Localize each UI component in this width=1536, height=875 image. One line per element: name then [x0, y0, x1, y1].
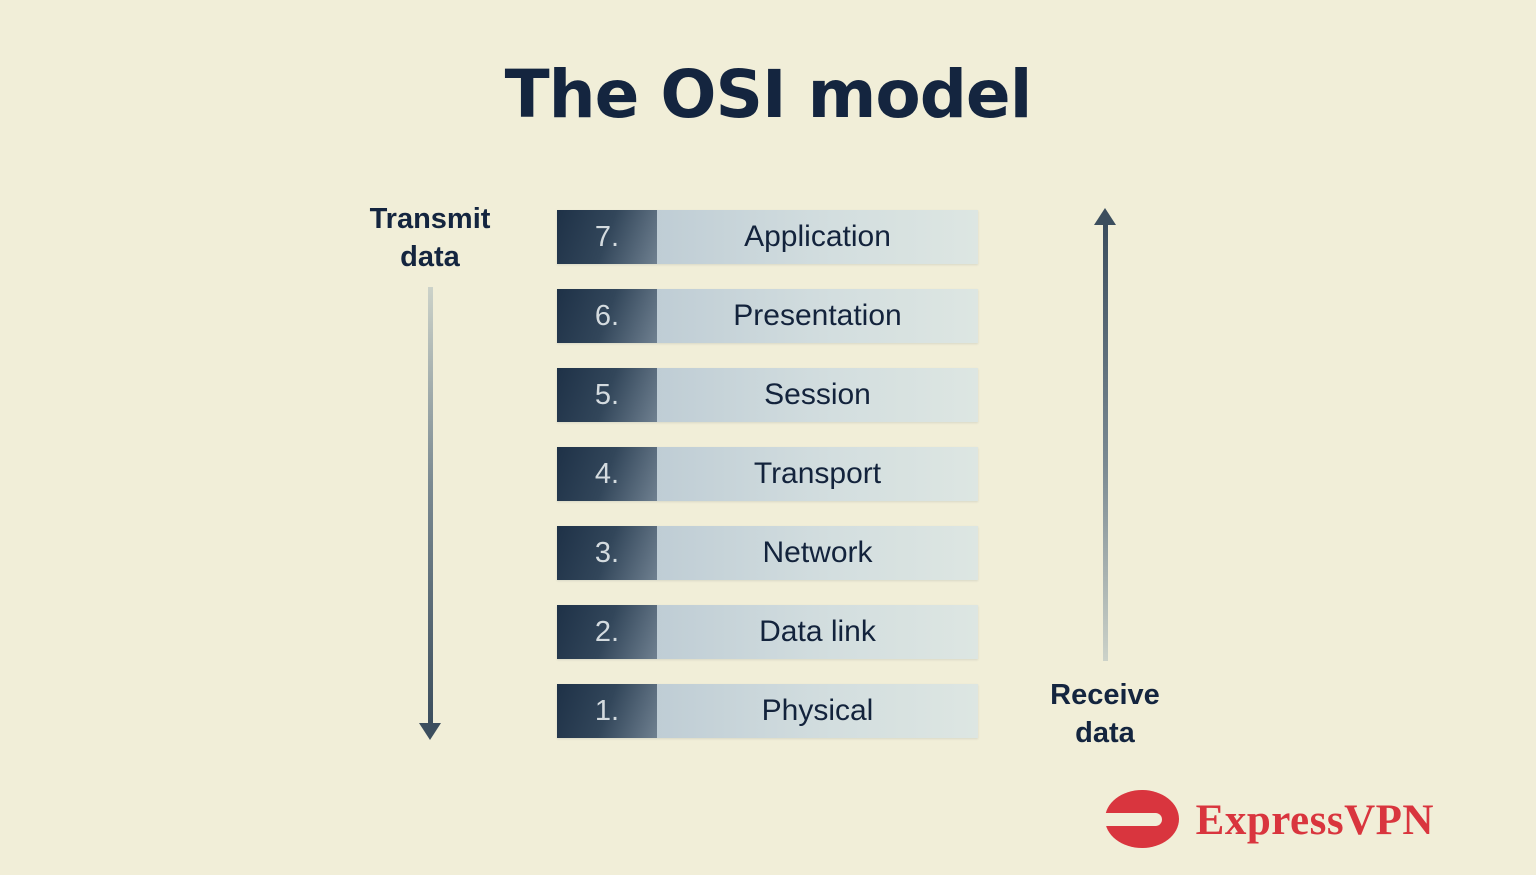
layer-name: Data link — [657, 605, 978, 659]
receive-label-line2: data — [1075, 717, 1135, 750]
layer-number: 4. — [557, 447, 657, 501]
receive-label-line1: Receive — [1050, 679, 1160, 711]
layer-number: 7. — [557, 210, 657, 264]
down-arrow-shaft — [427, 287, 433, 723]
down-arrow-head — [419, 723, 441, 740]
layer-number: 1. — [557, 684, 657, 738]
receive-data-label: Receive data — [1015, 676, 1195, 753]
layer-name: Session — [657, 368, 978, 422]
brand-wordmark: ExpressVPN — [1195, 796, 1434, 844]
page-title: The OSI model — [504, 56, 1033, 133]
osi-layer-row-datalink: 2. Data link — [557, 605, 978, 659]
layer-name: Network — [657, 526, 978, 580]
osi-layer-row-network: 3. Network — [557, 526, 978, 580]
down-arrow-icon — [419, 287, 441, 740]
transmit-data-label: Transmit data — [340, 200, 520, 277]
layer-name: Presentation — [657, 289, 978, 343]
osi-layer-row-presentation: 6. Presentation — [557, 289, 978, 343]
layer-number: 5. — [557, 368, 657, 422]
brand-lockup: ExpressVPN — [1097, 789, 1434, 851]
osi-layer-row-session: 5. Session — [557, 368, 978, 422]
expressvpn-logo-icon — [1097, 790, 1179, 848]
layer-name: Physical — [657, 684, 978, 738]
layer-number: 2. — [557, 605, 657, 659]
layer-number: 3. — [557, 526, 657, 580]
osi-layer-row-physical: 1. Physical — [557, 684, 978, 738]
osi-layer-row-transport: 4. Transport — [557, 447, 978, 501]
osi-layer-row-application: 7. Application — [557, 210, 978, 264]
transmit-label-line2: data — [400, 241, 460, 274]
transmit-label-line1: Transmit — [369, 203, 491, 235]
layer-number: 6. — [557, 289, 657, 343]
up-arrow-icon — [1094, 208, 1116, 661]
layer-name: Application — [657, 210, 978, 264]
up-arrow-shaft — [1102, 225, 1108, 661]
osi-layer-stack: 7. Application 6. Presentation 5. Sessio… — [557, 210, 978, 738]
up-arrow-head — [1094, 208, 1116, 225]
layer-name: Transport — [657, 447, 978, 501]
